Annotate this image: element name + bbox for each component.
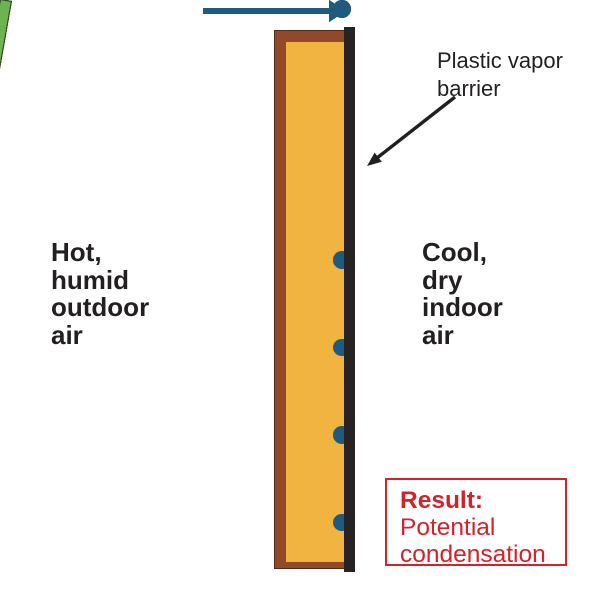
result-line: Potential — [400, 514, 496, 541]
indoor-air-line: Cool, — [422, 237, 487, 267]
result-box: Result: Potential condensation — [385, 478, 567, 568]
indoor-air-line: dry — [422, 264, 463, 295]
indoor-air-label: Cool, dry indoor air — [422, 237, 503, 350]
insulation-layer — [286, 42, 344, 562]
arrow-head — [329, 0, 346, 22]
vapor-barrier-layer — [344, 27, 355, 572]
vapor-barrier-label-line: barrier — [437, 76, 501, 101]
vapor-barrier-label: Plastic vapor barrier — [437, 47, 563, 103]
outdoor-air-label: Hot, humid outdoor air — [51, 237, 150, 350]
airflow-arrow-icon — [203, 0, 346, 22]
result-heading: Result: — [400, 487, 484, 514]
outdoor-air-line: humid — [51, 264, 129, 295]
outdoor-air-line: Hot, — [51, 237, 102, 267]
result-line: condensation — [400, 541, 546, 568]
vapor-barrier-label-line: Plastic vapor — [437, 48, 563, 73]
indoor-air-line: indoor — [422, 292, 503, 322]
indoor-air-line: air — [422, 319, 454, 350]
arrow-shaft — [203, 8, 331, 14]
outdoor-air-line: air — [51, 319, 83, 350]
outdoor-air-line: outdoor — [51, 292, 150, 322]
